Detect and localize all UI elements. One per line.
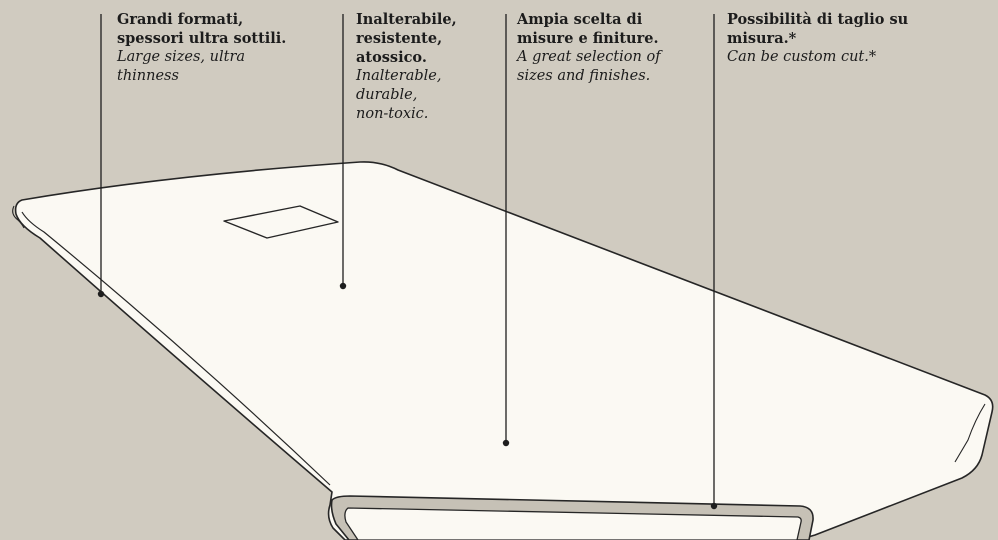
slab-edge-line-right bbox=[954, 403, 986, 463]
callout-custom-cut: Possibilità di taglio su misura.* Can be… bbox=[727, 10, 908, 67]
callout-title-line: misure e finiture. bbox=[517, 30, 659, 47]
slab-edge-line bbox=[21, 211, 331, 486]
drain-cover bbox=[223, 205, 339, 239]
callout-subtitle-line: Large sizes, ultra bbox=[117, 49, 246, 65]
callout-subtitle-line: thinness bbox=[117, 68, 179, 84]
callout-title-line: Grandi formati, bbox=[117, 11, 244, 28]
callout-inalterable: Inalterabile, resistente, atossico. Inal… bbox=[356, 10, 457, 124]
leader-dot-3 bbox=[502, 439, 510, 447]
callout-subtitle-line: non-toxic. bbox=[356, 106, 429, 122]
callout-title-line: resistente, bbox=[356, 30, 443, 47]
callout-title-line: Ampia scelta di bbox=[517, 11, 643, 28]
callout-title-line: spessori ultra sottili. bbox=[117, 30, 287, 47]
leader-dot-4 bbox=[710, 502, 718, 510]
slab-body bbox=[14, 161, 994, 540]
callout-subtitle-line: A great selection of bbox=[517, 49, 661, 65]
callout-subtitle-line: Can be custom cut.* bbox=[727, 49, 877, 65]
callout-title-line: Possibilità di taglio su bbox=[727, 11, 909, 28]
callout-subtitle-line: durable, bbox=[356, 87, 418, 103]
callout-selection: Ampia scelta di misure e finiture. A gre… bbox=[517, 10, 661, 86]
callout-title-line: misura.* bbox=[727, 30, 797, 47]
slab-corner-detail bbox=[12, 205, 25, 229]
cut-notch-inner bbox=[344, 507, 802, 540]
callout-title-line: atossico. bbox=[356, 49, 427, 66]
callout-subtitle-line: sizes and finishes. bbox=[517, 68, 651, 84]
callout-large-sizes: Grandi formati, spessori ultra sottili. … bbox=[117, 10, 286, 86]
callout-subtitle-line: Inalterable, bbox=[356, 68, 442, 84]
leader-dot-2 bbox=[339, 282, 347, 290]
callout-title-line: Inalterabile, bbox=[356, 11, 457, 28]
leader-dot-1 bbox=[97, 290, 105, 298]
